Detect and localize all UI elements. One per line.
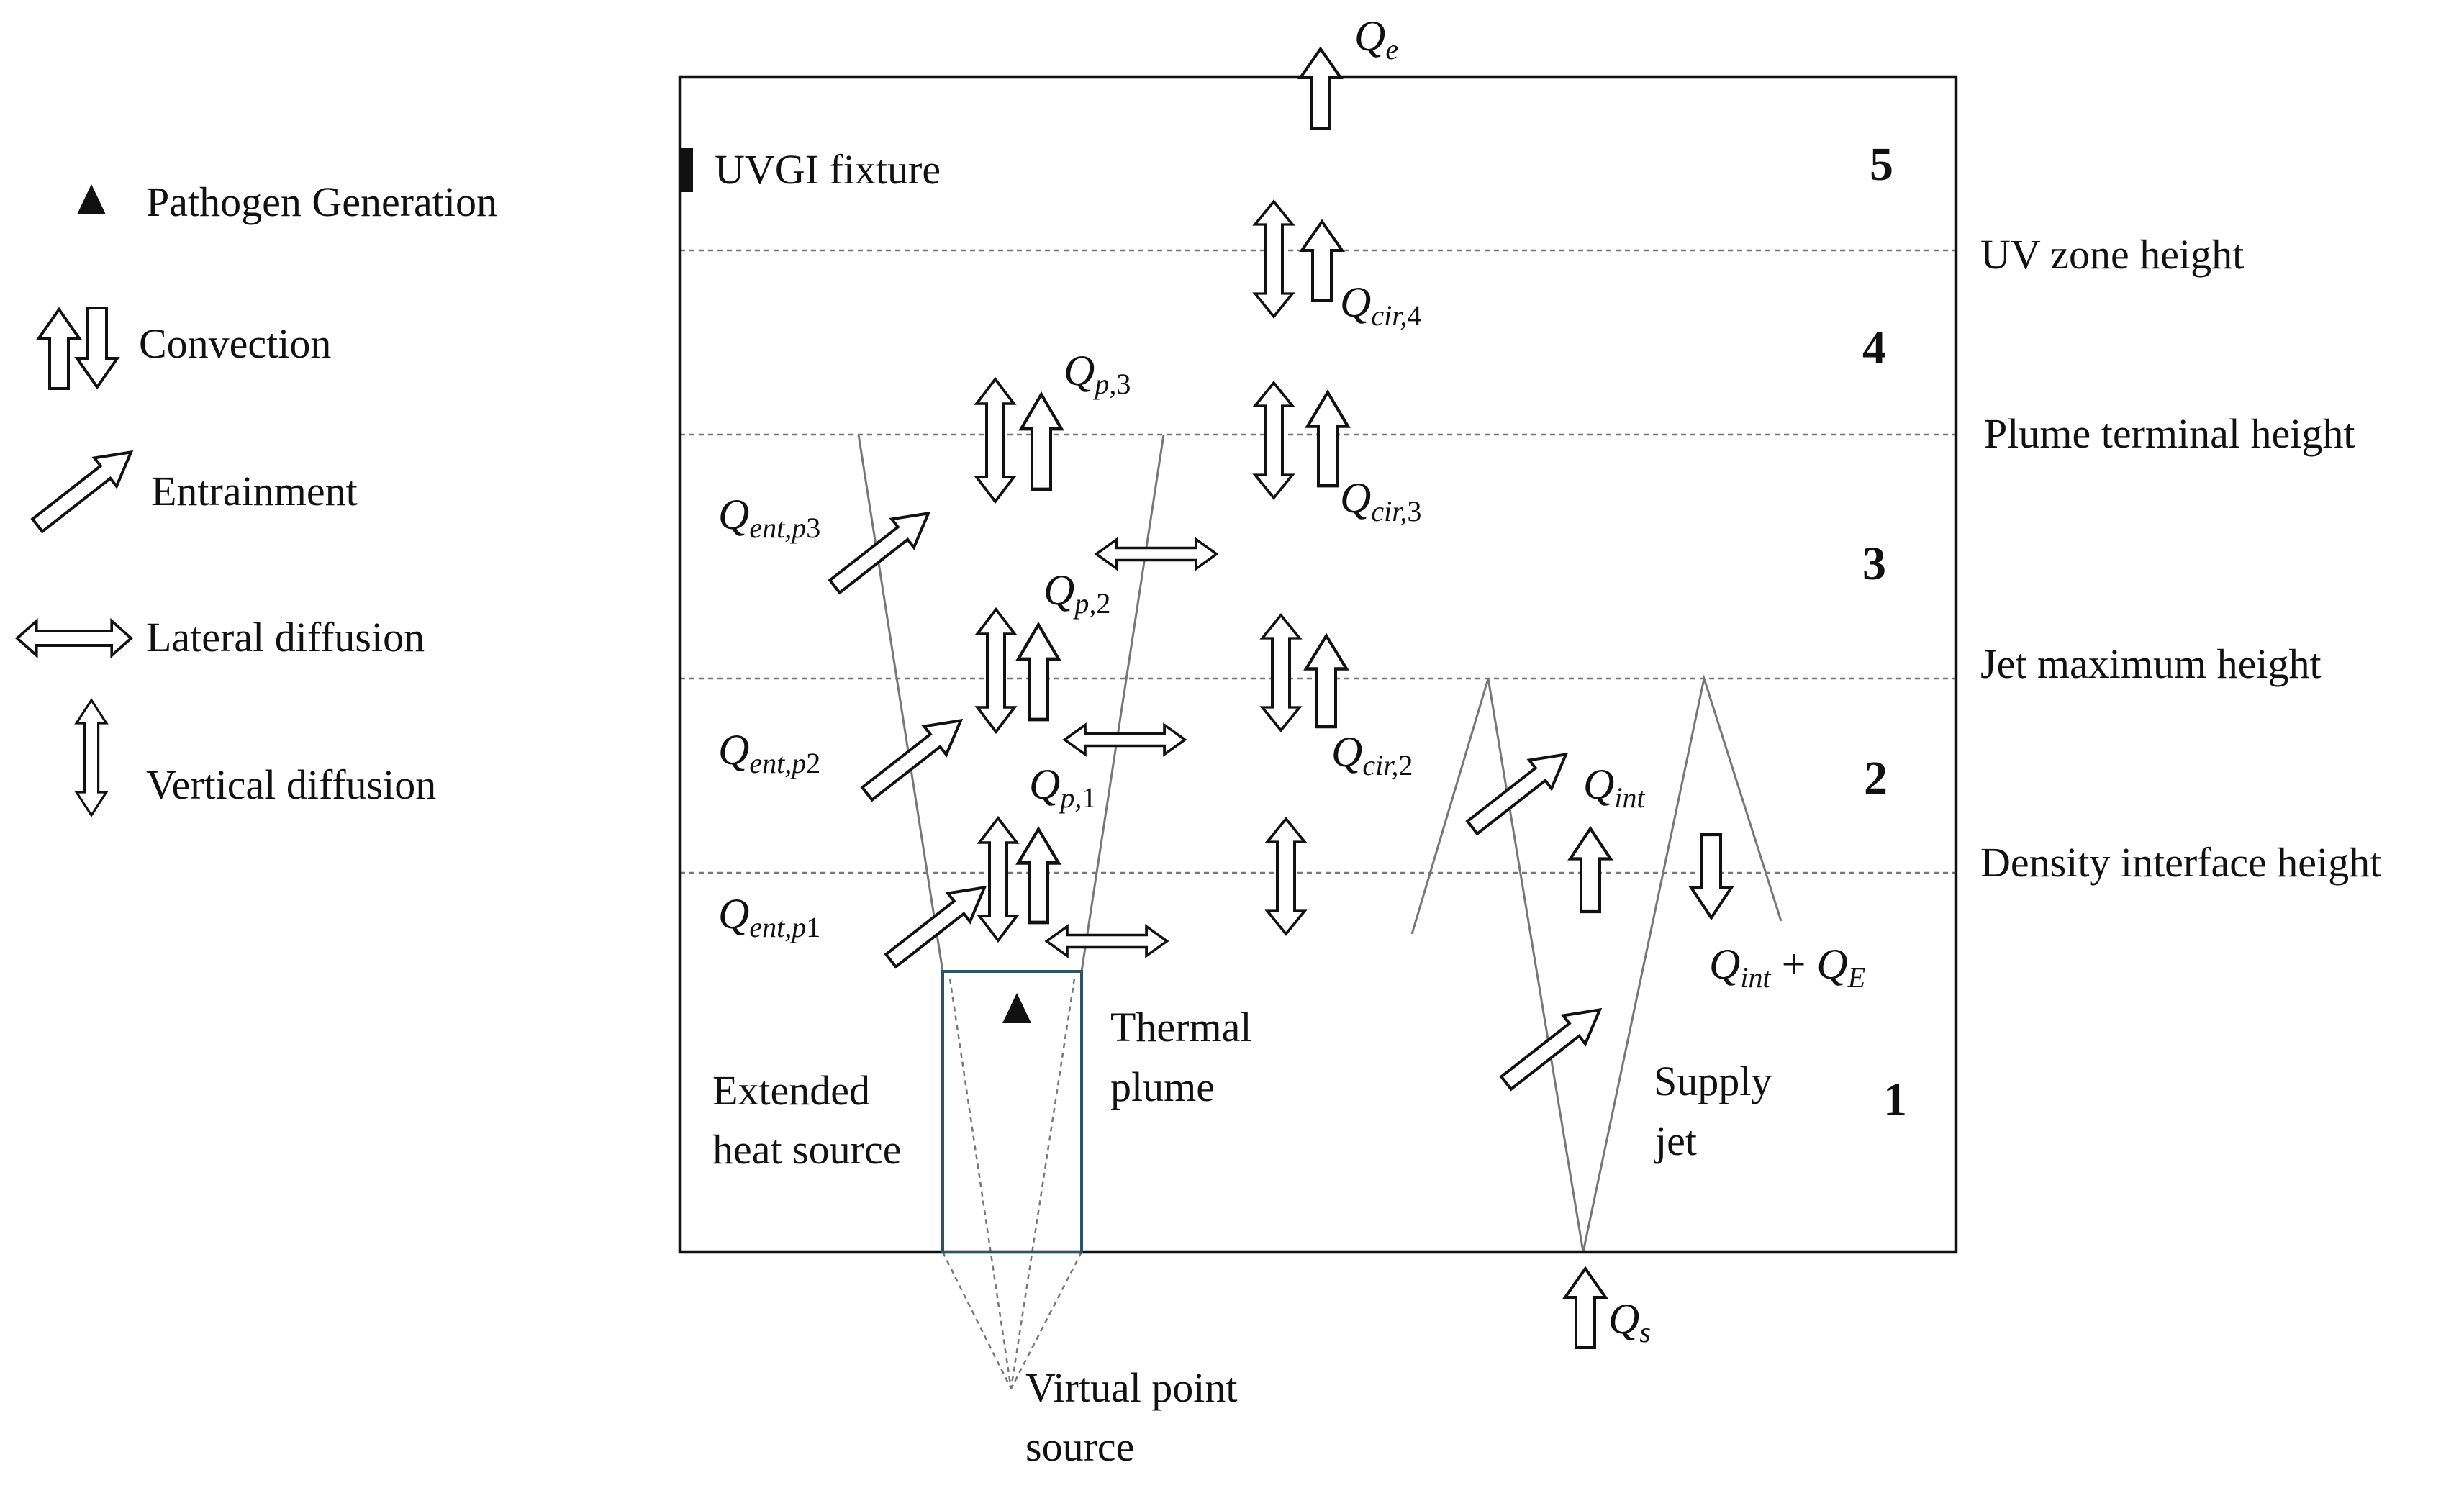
virtual-source-inner-right [1010,978,1076,1389]
plume-3-diffusion-icon [975,378,1015,503]
jet-entrainment-lower-icon [1493,994,1613,1099]
qs-label: Qs [1608,1295,1651,1348]
uvgi-fixture-icon [679,148,693,192]
circulation-2-convection-icon [1306,636,1346,727]
pathogen-triangle-icon [77,184,106,214]
supply-jet-label-1: Supply [1654,1058,1772,1104]
supply-jet-label-2: jet [1654,1117,1697,1164]
qcir3-label: Qcir,3 [1340,474,1421,527]
qentp3-label: Qent,p3 [718,491,820,544]
legend-entrainment: Entrainment [151,468,358,514]
qcir2-label: Qcir,2 [1331,728,1413,781]
thermal-plume-label-2: plume [1110,1063,1215,1110]
circulation-4-convection-icon [1300,220,1344,302]
plume-3-convection-icon [1021,394,1061,489]
qp2-label: Qp,2 [1043,566,1110,620]
exhaust-arrow-icon [1299,47,1342,130]
virtual-source-right [1010,1251,1083,1389]
entrainment-icon [24,436,144,541]
plume-left-edge [857,434,944,972]
interface-down-arrow-icon [1691,835,1731,918]
lateral-diffusion-1-icon [1045,925,1169,958]
convection-icon [37,307,119,390]
lateral-diffusion-3-icon [1095,537,1218,571]
plume-geometry [857,434,1165,1389]
qentp2-label: Qent,p2 [718,726,820,779]
zone-1-vertical-diffusion-icon [1266,817,1306,935]
qe-label: Qe [1354,12,1398,65]
qp3-label: Qp,3 [1064,347,1131,400]
plume-terminal-height-label: Plume terminal height [1984,410,2355,457]
qentp1-label: Qent,p1 [718,890,820,943]
heat-source-box [941,970,1083,1253]
plume-2-diffusion-icon [976,608,1016,733]
plume-right-edge [1080,434,1165,972]
qp1-label: Qp,1 [1029,761,1096,814]
legend-lateral-diffusion: Lateral diffusion [146,614,425,661]
jet-maximum-height-label: Jet maximum height [1980,640,2322,687]
virtual-source-left [941,1251,1013,1389]
entrainment-p1-icon [878,871,997,976]
circulation-3-diffusion-icon [1254,381,1294,499]
flow-labels: Qe Qs Qcir,4 Qcir,3 Qcir,2 Qp,3 Qp,2 Qp,… [718,12,1865,1348]
plume-1-diffusion-icon [978,817,1018,942]
zone-4-label: 4 [1862,322,1886,374]
lateral-diffusion-icon [15,620,133,657]
extended-heat-source-label-2: heat source [712,1126,901,1173]
vertical-diffusion-icon [75,699,108,817]
qint-label: Qint [1583,761,1645,814]
legend-vertical-diffusion: Vertical diffusion [146,761,436,808]
virtual-point-source-label-1: Virtual point [1025,1364,1238,1411]
interface-up-arrow-icon [1570,829,1611,912]
zone-3-label: 3 [1862,537,1886,590]
zone-2-label: 2 [1864,752,1888,804]
jet-entrainment-upper-icon [1459,738,1579,843]
virtual-point-source-label-2: source [1025,1423,1134,1470]
legend-pathogen-generation: Pathogen Generation [146,178,497,225]
legend: Pathogen Generation Convection Entrainme… [15,178,497,817]
virtual-source-inner-left [948,978,1013,1389]
circulation-4-diffusion-icon [1254,200,1294,318]
zone-5-label: 5 [1870,138,1893,191]
thermal-plume-label-1: Thermal [1110,1004,1251,1051]
lateral-diffusion-2-icon [1063,723,1187,756]
supply-arrow-icon [1564,1267,1607,1349]
circulation-2-diffusion-icon [1261,614,1301,732]
extended-heat-source-label-1: Extended [712,1067,870,1114]
plume-1-convection-icon [1018,829,1059,922]
uvgi-fixture-label: UVGI fixture [715,146,941,193]
qcir4-label: Qcir,4 [1340,278,1421,332]
qint-plus-qe-label: Qint + QE [1709,940,1865,994]
plume-2-convection-icon [1018,625,1059,720]
zone-1-label: 1 [1883,1074,1907,1126]
flow-arrows [822,47,1731,1349]
text-labels: UVGI fixture UV zone height Plume termin… [712,138,2381,1470]
uv-zone-height-label: UV zone height [1980,231,2244,278]
circulation-3-convection-icon [1308,392,1348,486]
density-interface-height-label: Density interface height [1980,839,2381,886]
legend-convection: Convection [139,320,331,367]
pathogen-source-icon [1002,993,1031,1023]
